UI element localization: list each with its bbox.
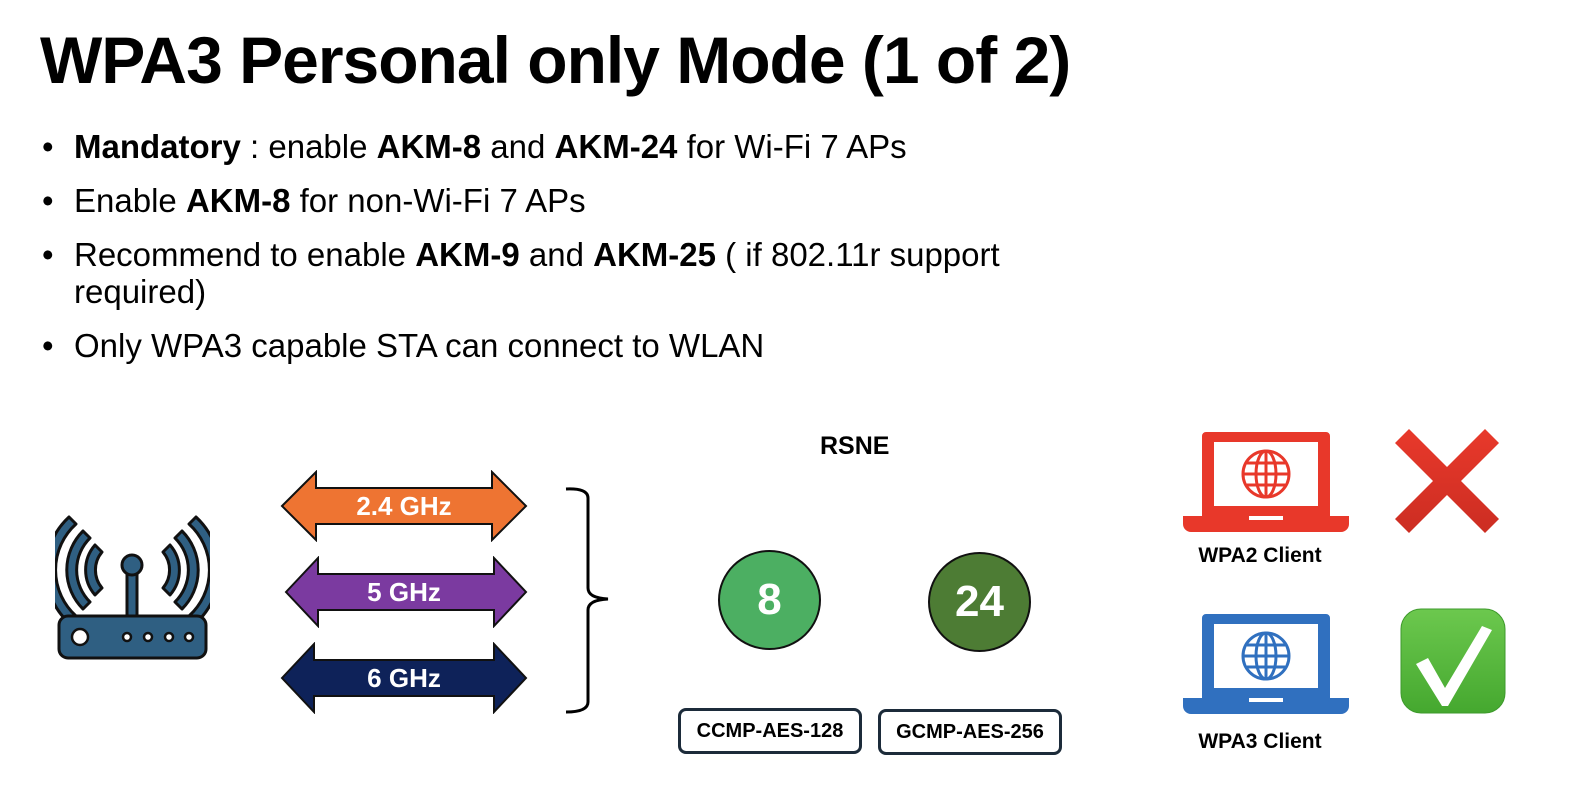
band-label: 5 GHz [367, 576, 441, 607]
text-run: : enable [240, 128, 377, 165]
right-brace [560, 484, 620, 716]
bullet-text: Only WPA3 capable STA can connect to WLA… [74, 327, 764, 364]
band-arrow-2-4ghz: 2.4 GHz [278, 470, 530, 542]
bullet-dot: • [42, 327, 54, 364]
text-run: ( if 802.11r support required) [74, 236, 1000, 310]
bullet-dot: • [42, 128, 54, 165]
wpa2-client-label: WPA2 Client [1198, 544, 1322, 567]
globe-icon [1241, 631, 1291, 681]
text-run: for Wi-Fi 7 APs [677, 128, 907, 165]
akm-8-badge: 8 [718, 550, 821, 650]
text-run: and [519, 236, 594, 273]
bold-term: AKM-24 [554, 128, 678, 165]
check-mark-icon [1398, 606, 1508, 716]
bullet-item: • Mandatory : enable AKM-8 and AKM-24 for… [40, 128, 1080, 165]
bullet-item: • Only WPA3 capable STA can connect to WL… [40, 327, 1080, 364]
bullet-text: Recommend to enable AKM-9 and AKM-25 ( i… [74, 236, 1000, 310]
wpa3-client-label: WPA3 Client [1198, 730, 1322, 753]
wifi-router-icon [44, 510, 221, 665]
rsne-heading: RSNE [820, 432, 890, 460]
bullet-list: • Mandatory : enable AKM-8 and AKM-24 for… [40, 128, 1080, 381]
text-run: Only WPA3 capable STA can connect to WLA… [74, 327, 765, 364]
double-arrow-shape [280, 470, 528, 542]
text-run: Enable [74, 182, 186, 219]
bold-term: AKM-9 [415, 236, 520, 273]
bullet-text: Enable AKM-8 for non-Wi-Fi 7 APs [74, 182, 586, 219]
slide-title: WPA3 Personal only Mode (1 of 2) [40, 23, 1071, 97]
bullet-item: • Recommend to enable AKM-9 and AKM-25 ( … [40, 236, 1080, 310]
cipher-label: CCMP-AES-128 [678, 708, 862, 754]
text-run: Recommend to enable [74, 236, 416, 273]
text-run: and [481, 128, 555, 165]
band-label: 2.4 GHz [356, 490, 452, 521]
band-label: 6 GHz [367, 662, 441, 693]
bullet-dot: • [42, 182, 54, 219]
bullet-dot: • [42, 236, 54, 273]
bullet-item: • Enable AKM-8 for non-Wi-Fi 7 APs [40, 182, 1080, 219]
akm-24-badge: 24 [928, 552, 1031, 652]
band-arrow-5ghz: 5 GHz [278, 556, 530, 628]
double-arrow-shape [284, 556, 528, 628]
band-arrow-6ghz: 6 GHz [278, 642, 530, 714]
double-arrow-shape [280, 642, 528, 714]
laptop-icon [1183, 614, 1349, 716]
bullet-text: Mandatory : enable AKM-8 and AKM-24 for … [74, 128, 907, 165]
bold-term: AKM-8 [376, 128, 482, 165]
bold-term: AKM-25 [593, 236, 716, 273]
globe-icon [1241, 449, 1291, 499]
laptop-icon [1183, 432, 1349, 534]
cross-mark-icon [1392, 424, 1502, 534]
text-run: for non-Wi-Fi 7 APs [290, 182, 586, 219]
bold-term: AKM-8 [185, 182, 291, 219]
cipher-label: GCMP-AES-256 [878, 709, 1062, 755]
bold-term: Mandatory [74, 128, 241, 165]
